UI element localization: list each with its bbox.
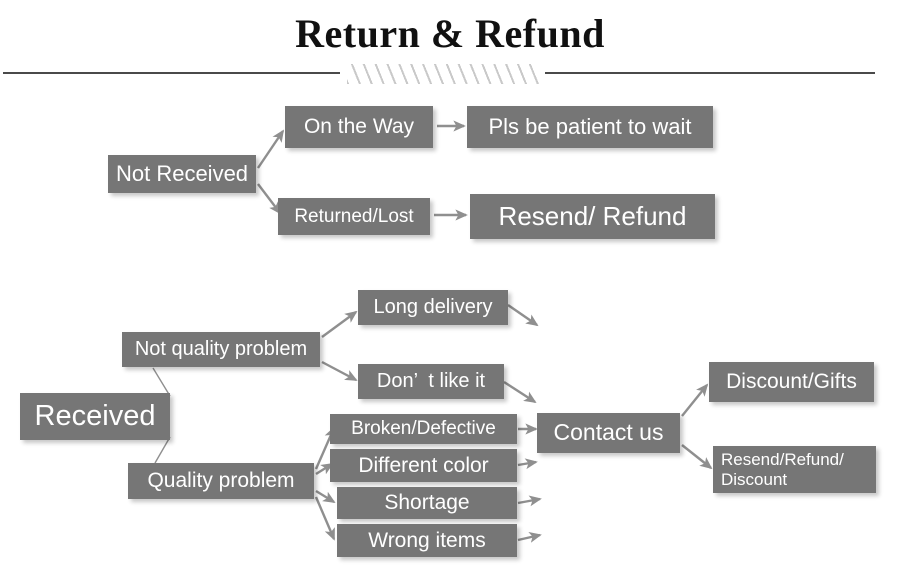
flow-edge-contact-us-to-resend-refund-disc <box>681 444 713 470</box>
divider-rule-right <box>545 72 875 74</box>
flow-node-label: Quality problem <box>147 469 295 493</box>
flow-edge-received-to-not-quality <box>152 367 171 397</box>
flow-node-dont-like[interactable]: Don’ t like it <box>358 364 504 399</box>
flow-node-on-the-way[interactable]: On the Way <box>285 106 433 148</box>
flow-node-label: Not quality problem <box>134 338 308 361</box>
flow-node-discount-gifts[interactable]: Discount/Gifts <box>709 362 874 402</box>
flow-node-resend-refund-disc[interactable]: Resend/Refund/ Discount <box>713 446 876 493</box>
flow-node-different-color[interactable]: Different color <box>330 449 517 482</box>
divider-rule-left <box>3 72 340 74</box>
flow-node-not-received[interactable]: Not Received <box>108 155 256 193</box>
divider-hatch-ornament-icon <box>347 64 540 84</box>
flow-node-label: Broken/Defective <box>351 418 496 440</box>
flow-node-pls-wait[interactable]: Pls be patient to wait <box>467 106 713 148</box>
flow-node-wrong-items[interactable]: Wrong items <box>337 524 517 557</box>
flow-node-label: On the Way <box>303 115 415 139</box>
flow-edge-contact-us-to-discount-gifts <box>681 383 709 417</box>
flow-node-label: Long delivery <box>373 296 493 319</box>
flow-node-label: Discount/Gifts <box>726 370 857 394</box>
flow-edge-long-delivery-to-contact-us <box>507 304 539 327</box>
flow-edge-not-received-to-returned-lost <box>257 183 282 215</box>
flow-node-label: Resend/ Refund <box>498 200 687 231</box>
flow-edge-wrong-items-to-contact-us <box>517 531 542 543</box>
flow-node-label: Shortage <box>384 491 470 515</box>
flow-edge-different-color-to-contact-us <box>517 458 538 470</box>
flow-node-returned-lost[interactable]: Returned/Lost <box>278 198 430 235</box>
flow-node-label: Resend/Refund/ Discount <box>721 450 844 489</box>
flow-node-received[interactable]: Received <box>20 393 170 440</box>
flow-node-label: Don’ t like it <box>376 370 486 393</box>
flow-node-not-quality[interactable]: Not quality problem <box>122 332 320 367</box>
flow-edge-dont-like-to-contact-us <box>503 380 537 404</box>
flow-edge-received-to-quality <box>154 436 171 464</box>
flow-node-long-delivery[interactable]: Long delivery <box>358 290 508 325</box>
flow-node-resend-refund[interactable]: Resend/ Refund <box>470 194 715 239</box>
flow-node-label: Pls be patient to wait <box>488 113 692 139</box>
flow-node-label: Contact us <box>553 419 664 446</box>
flow-edge-not-received-to-on-the-way <box>257 129 285 169</box>
flow-node-label: Returned/Lost <box>294 205 414 227</box>
flow-node-label: Not Received <box>115 160 249 186</box>
flow-node-contact-us[interactable]: Contact us <box>537 413 680 453</box>
flow-node-broken[interactable]: Broken/Defective <box>330 414 517 444</box>
header: Return & Refund <box>0 0 900 92</box>
flow-node-label: Different color <box>358 453 489 477</box>
title-divider <box>0 64 900 86</box>
page-title: Return & Refund <box>295 11 605 56</box>
flow-node-label: Wrong items <box>368 528 486 552</box>
flow-edge-quality-to-wrong-items <box>314 496 336 541</box>
flow-node-quality[interactable]: Quality problem <box>128 463 314 499</box>
flow-node-label: Received <box>34 400 156 433</box>
flow-edge-not-quality-to-dont-like <box>321 360 358 382</box>
flow-edge-shortage-to-contact-us <box>517 495 542 507</box>
flow-edge-not-quality-to-long-delivery <box>321 310 358 338</box>
flow-node-shortage[interactable]: Shortage <box>337 487 517 519</box>
flow-edge-quality-to-shortage <box>315 489 336 504</box>
